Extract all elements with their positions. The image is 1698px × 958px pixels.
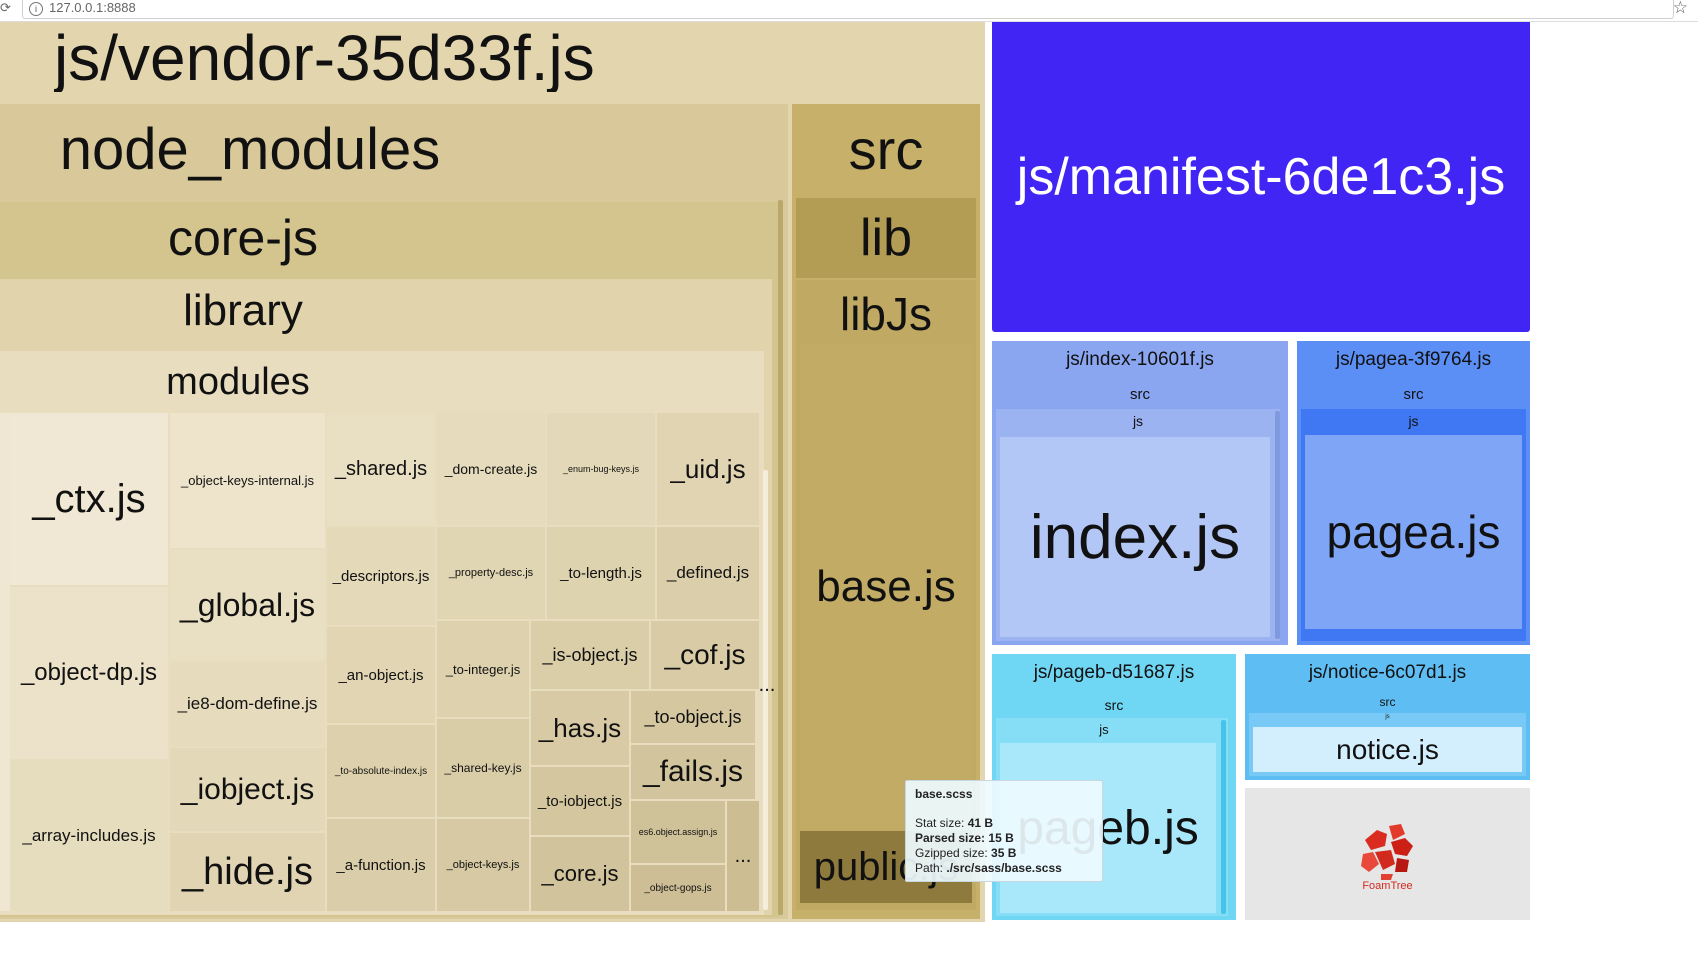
libjs-label: libJs — [839, 288, 933, 340]
file-pagea-js[interactable]: pagea.js — [1305, 435, 1522, 629]
file-cof[interactable]: _cof.js — [651, 621, 759, 689]
reload-icon[interactable]: ⟳ — [0, 0, 11, 15]
index-bundle-title: js/index-10601f.js — [1066, 349, 1214, 370]
tooltip-parsed-value: 15 B — [988, 831, 1014, 845]
pagea-src-label: src — [1403, 386, 1424, 403]
tooltip-parsed-label: Parsed size: — [915, 831, 986, 845]
file-array-includes[interactable]: _array-includes.js — [10, 761, 168, 911]
foamtree-logo-icon — [1361, 824, 1413, 880]
modules-scrollbar[interactable] — [763, 470, 768, 910]
file-an-object[interactable]: _an-object.js — [327, 627, 435, 723]
pageb-bundle-title: js/pageb-d51687.js — [1033, 662, 1195, 683]
file-to-absolute-index[interactable]: _to-absolute-index.js — [327, 725, 435, 817]
file-enum-bug-keys[interactable]: _enum-bug-keys.js — [547, 413, 655, 525]
tooltip-stat-value: 41 B — [967, 816, 994, 830]
src-label: src — [848, 118, 924, 181]
tooltip-title: base.scss — [915, 787, 973, 801]
notice-js-label: js — [1385, 714, 1390, 720]
file-defined[interactable]: _defined.js — [657, 527, 759, 619]
file-to-integer[interactable]: _to-integer.js — [437, 621, 529, 717]
file-object-keys[interactable]: _object-keys.js — [437, 819, 529, 911]
browser-address-bar: ⟳ i 127.0.0.1:8888 ☆ — [0, 0, 1698, 22]
file-a-function[interactable]: _a-function.js — [327, 819, 435, 911]
tooltip-stat-size: Stat size: 41 B — [915, 816, 1093, 831]
index-js-label: js — [1132, 413, 1144, 429]
hover-tooltip: base.scss Stat size: 41 B Parsed size: 1… — [905, 780, 1103, 882]
file-base-js[interactable]: base.js — [800, 344, 972, 829]
index-scrollbar[interactable] — [1275, 411, 1280, 639]
file-notice-js[interactable]: notice.js — [1253, 727, 1522, 772]
file-fails[interactable]: _fails.js — [631, 745, 755, 799]
notice-src-label: src — [1379, 695, 1396, 709]
file-object-dp[interactable]: _object-dp.js — [10, 587, 168, 759]
tooltip-path-value: ./src/sass/base.scss — [946, 861, 1062, 875]
tooltip-path-label: Path: — [915, 861, 944, 875]
file-global[interactable]: _global.js — [170, 550, 325, 660]
file-object-gops[interactable]: _object-gops.js — [631, 865, 725, 911]
file-is-object[interactable]: _is-object.js — [531, 621, 649, 689]
file-ie8-dom-define[interactable]: _ie8-dom-define.js — [170, 662, 325, 746]
tooltip-path: Path: ./src/sass/base.scss — [915, 861, 1093, 876]
file-uid[interactable]: _uid.js — [657, 413, 759, 525]
foamtree-panel: FoamTree — [1245, 788, 1530, 920]
tooltip-stat-label: Stat size: — [915, 816, 965, 830]
left-strip — [0, 413, 10, 911]
pageb-js-label: js — [1099, 722, 1109, 737]
file-iobject[interactable]: _iobject.js — [170, 748, 325, 831]
file-dom-create[interactable]: _dom-create.js — [437, 413, 545, 525]
tooltip-gzip-value: 35 B — [991, 846, 1017, 860]
file-property-desc[interactable]: _property-desc.js — [437, 527, 545, 619]
file-to-object[interactable]: _to-object.js — [631, 691, 755, 743]
tooltip-gzip-label: Gzipped size: — [915, 846, 988, 860]
core-js-scrollbar[interactable] — [778, 200, 783, 915]
lib-group[interactable]: lib — [796, 198, 976, 278]
url-field[interactable]: i 127.0.0.1:8888 — [22, 0, 1674, 19]
tooltip-gzip-size: Gzipped size: 35 B — [915, 846, 1093, 861]
file-descriptors[interactable]: _descriptors.js — [327, 527, 435, 625]
pagea-js-label: js — [1408, 413, 1419, 429]
url-text: 127.0.0.1:8888 — [49, 0, 136, 15]
file-to-iobject[interactable]: _to-iobject.js — [531, 767, 629, 835]
tooltip-parsed-size: Parsed size: 15 B — [915, 831, 1093, 846]
file-has[interactable]: _has.js — [531, 691, 629, 765]
file-index-js[interactable]: index.js — [1000, 437, 1270, 637]
file-to-length[interactable]: _to-length.js — [547, 527, 655, 619]
info-icon[interactable]: i — [29, 2, 43, 16]
foamtree-label: FoamTree — [1362, 880, 1413, 892]
index-src-label: src — [1130, 386, 1150, 403]
bookmark-star-icon[interactable]: ☆ — [1672, 0, 1688, 17]
more-files-ellipsis-2[interactable]: ... — [758, 673, 776, 696]
file-shared-key[interactable]: _shared-key.js — [437, 719, 529, 817]
pageb-scrollbar[interactable] — [1221, 720, 1226, 914]
vendor-bundle-title: js/vendor-35d33f.js — [54, 24, 595, 92]
lib-label: lib — [859, 210, 913, 266]
file-hide[interactable]: _hide.js — [170, 833, 325, 911]
file-object-keys-internal[interactable]: _object-keys-internal.js — [170, 413, 325, 548]
notice-bundle-title: js/notice-6c07d1.js — [1308, 662, 1467, 683]
file-shared[interactable]: _shared.js — [327, 413, 435, 525]
node-modules-label: node_modules — [59, 118, 441, 182]
modules-label: modules — [166, 361, 310, 403]
manifest-bundle[interactable]: js/manifest-6de1c3.js — [992, 22, 1530, 332]
library-label: library — [183, 286, 303, 335]
file-es6-object-assign[interactable]: es6.object.assign.js — [631, 801, 725, 863]
file-core[interactable]: _core.js — [531, 837, 629, 911]
core-js-label: core-js — [167, 210, 319, 266]
pageb-src-label: src — [1104, 697, 1124, 713]
file-ctx[interactable]: _ctx.js — [10, 413, 168, 585]
more-files-ellipsis[interactable]: ... — [727, 801, 759, 911]
pagea-bundle-title: js/pagea-3f9764.js — [1335, 349, 1492, 370]
